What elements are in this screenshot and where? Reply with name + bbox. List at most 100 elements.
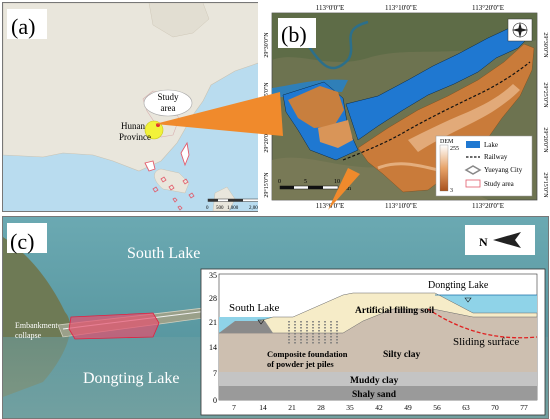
dem-legend: DEM 255 3 Lake Railway Yueyang City Stud… — [435, 135, 533, 197]
sliding-surface-label: Sliding surface — [453, 336, 519, 348]
svg-text:5: 5 — [304, 179, 307, 185]
svg-text:29°30'0"N: 29°30'0"N — [263, 32, 270, 58]
artificial-filling-soil — [218, 292, 538, 334]
powder-jet-piles — [288, 321, 338, 345]
panel-b-right-latitude-labels: 29°30'0"N 29°25'0"N 29°20'0"N 29°15'0"N — [542, 32, 549, 198]
lake-east — [345, 21, 529, 141]
study-area-label: Study — [157, 92, 179, 102]
composite-foundation-label: Composite foundation — [267, 349, 348, 359]
cross-section-diagram: 35 28 21 14 7 0 7 14 21 28 35 42 49 56 6… — [200, 268, 546, 416]
gravel-toe — [219, 321, 273, 333]
embankment-photo-and-section: (c) South Lake Dongting Lake Embankment … — [3, 217, 548, 418]
svg-text:7: 7 — [232, 403, 236, 412]
legend-railway: Railway — [484, 153, 508, 161]
svg-text:56: 56 — [433, 403, 441, 412]
panel-b-dem-map: 113°0'0"E 113°10'0"E 113°20'0"E 113°0'0"… — [258, 0, 550, 214]
panel-c-label: (c) — [10, 229, 34, 254]
section-y-ticks: 35 28 21 14 7 0 — [209, 271, 217, 405]
study-area-callout — [143, 89, 193, 117]
dem-min: 3 — [450, 188, 453, 194]
panel-c-section: (c) South Lake Dongting Lake Embankment … — [2, 216, 549, 419]
svg-text:0: 0 — [213, 396, 217, 405]
dem-title: DEM — [440, 139, 454, 145]
legend-yueyang: Yueyang City — [484, 166, 523, 174]
svg-text:21: 21 — [209, 318, 217, 327]
river — [296, 20, 369, 70]
railway-line — [342, 61, 531, 161]
dongting-lake-label: Dongting Lake — [83, 370, 179, 387]
collapse-label: collapse — [15, 331, 42, 340]
svg-text:500: 500 — [216, 206, 224, 211]
svg-text:35: 35 — [209, 271, 217, 280]
dem-max: 255 — [450, 146, 459, 152]
collapse-label: Embankment — [15, 321, 58, 330]
svg-text:49: 49 — [404, 403, 412, 412]
svg-text:29°25'0"N: 29°25'0"N — [263, 82, 270, 108]
dem-map: 113°0'0"E 113°10'0"E 113°20'0"E 113°0'0"… — [258, 0, 550, 214]
compass-icon — [507, 18, 533, 42]
svg-text:29°30'0"N: 29°30'0"N — [542, 32, 549, 58]
dem-area-east — [357, 43, 535, 193]
panel-b-top-longitude-labels: 113°0'0"E 113°10'0"E 113°20'0"E — [316, 4, 504, 12]
province-label: Province — [119, 132, 151, 142]
svg-text:113°10'0"E: 113°10'0"E — [385, 202, 417, 210]
svg-text:42: 42 — [375, 403, 383, 412]
svg-text:35: 35 — [346, 403, 354, 412]
legend-study-area: Study area — [484, 180, 515, 188]
svg-text:113°20'0"E: 113°20'0"E — [472, 4, 504, 12]
svg-text:113°10'0"E: 113°10'0"E — [385, 4, 417, 12]
panel-b-label: (b) — [281, 22, 307, 47]
mainland-landmass — [3, 3, 270, 172]
legend-lake: Lake — [484, 141, 498, 149]
connector-b-to-c — [328, 168, 360, 210]
yueyang-legend-symbol — [464, 165, 482, 175]
svg-text:7: 7 — [213, 369, 217, 378]
svg-text:0: 0 — [206, 206, 209, 211]
filling-soil-label: Artificial filling soil — [355, 306, 435, 316]
svg-text:29°15'0"N: 29°15'0"N — [263, 172, 270, 198]
study-area-label: area — [161, 103, 176, 113]
study-area-legend-swatch — [465, 179, 481, 188]
svg-text:77: 77 — [520, 403, 528, 412]
composite-foundation-label: of powder jet piles — [267, 359, 334, 369]
svg-text:29°25'0"N: 29°25'0"N — [542, 82, 549, 108]
svg-text:29°15'0"N: 29°15'0"N — [542, 172, 549, 198]
hunan-label: Hunan — [121, 121, 145, 131]
svg-text:28: 28 — [209, 294, 217, 303]
svg-text:29°20'0"N: 29°20'0"N — [263, 127, 270, 153]
silty-clay-label: Silty clay — [383, 350, 420, 360]
svg-text:14: 14 — [259, 403, 267, 412]
section-dongting-lake-label: Dongting Lake — [428, 280, 489, 291]
svg-text:113°20'0"E: 113°20'0"E — [472, 202, 504, 210]
taiwan-outline — [180, 141, 190, 167]
svg-text:N: N — [479, 235, 488, 249]
muddy-clay-label: Muddy clay — [350, 376, 399, 386]
shaly-sand-label: Shaly sand — [352, 390, 397, 400]
svg-text:28: 28 — [317, 403, 325, 412]
svg-text:1,000: 1,000 — [227, 206, 239, 211]
sliding-surface-line — [427, 308, 538, 339]
svg-text:2,000: 2,000 — [249, 206, 261, 211]
svg-text:0: 0 — [278, 179, 281, 185]
south-lake-label: South Lake — [127, 245, 200, 262]
north-arrow-icon: N — [465, 225, 535, 255]
svg-text:14: 14 — [209, 343, 217, 352]
panel-b-left-latitude-labels: 29°30'0"N 29°25'0"N 29°20'0"N 29°15'0"N — [263, 32, 270, 198]
dem-area-west — [288, 86, 344, 128]
svg-text:63: 63 — [462, 403, 470, 412]
panel-a-label: (a) — [11, 14, 35, 39]
muddy-clay-layer — [219, 372, 537, 386]
svg-text:113°0'0"E: 113°0'0"E — [316, 4, 344, 12]
water-level-icon — [257, 319, 265, 325]
svg-text:10: 10 — [334, 179, 340, 185]
section-south-lake-label: South Lake — [229, 302, 280, 314]
connector-a-to-b — [155, 92, 283, 136]
section-x-ticks: 7 14 21 28 35 42 49 56 63 70 77 — [232, 403, 528, 412]
dongting-lake-water — [435, 295, 537, 317]
south-china-sea-islands — [152, 176, 195, 211]
svg-text:29°20'0"N: 29°20'0"N — [542, 127, 549, 153]
svg-text:21: 21 — [288, 403, 296, 412]
shaly-sand-layer — [219, 386, 537, 400]
hainan-outline — [144, 160, 156, 172]
